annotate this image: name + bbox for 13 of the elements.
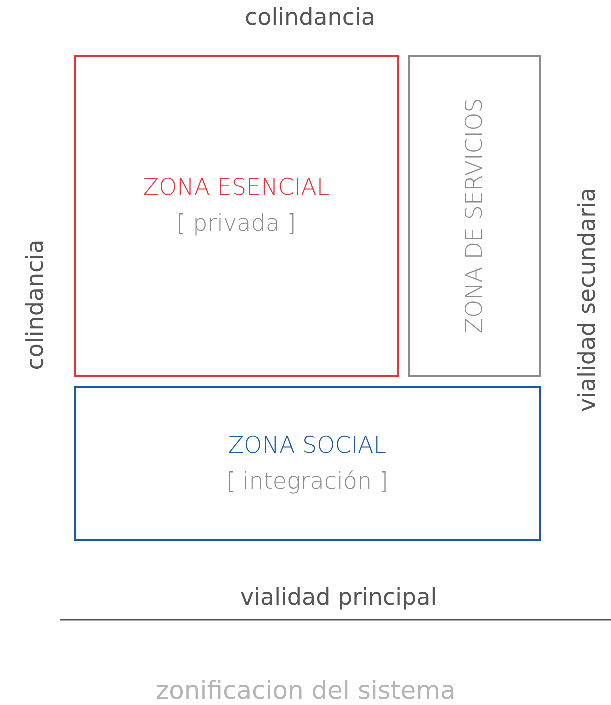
boundary-label: colindancia <box>245 5 376 31</box>
boundary-label: colindancia <box>23 240 50 370</box>
street-label: vialidad secundaria <box>575 188 602 412</box>
caption: zonificacion del sistema <box>156 676 456 704</box>
zone-subtitle: [ integración ] <box>226 468 388 496</box>
zone-title: ZONA ESENCIAL <box>143 174 330 203</box>
zone-box <box>408 55 541 377</box>
zone-title: ZONA SOCIAL <box>228 432 387 460</box>
zone-box <box>74 386 541 541</box>
street-label: vialidad principal <box>240 585 438 611</box>
zone-box <box>74 55 399 377</box>
zone-title: ZONA DE SERVICIOS <box>460 98 488 334</box>
zone-subtitle: [ privada ] <box>176 210 296 239</box>
